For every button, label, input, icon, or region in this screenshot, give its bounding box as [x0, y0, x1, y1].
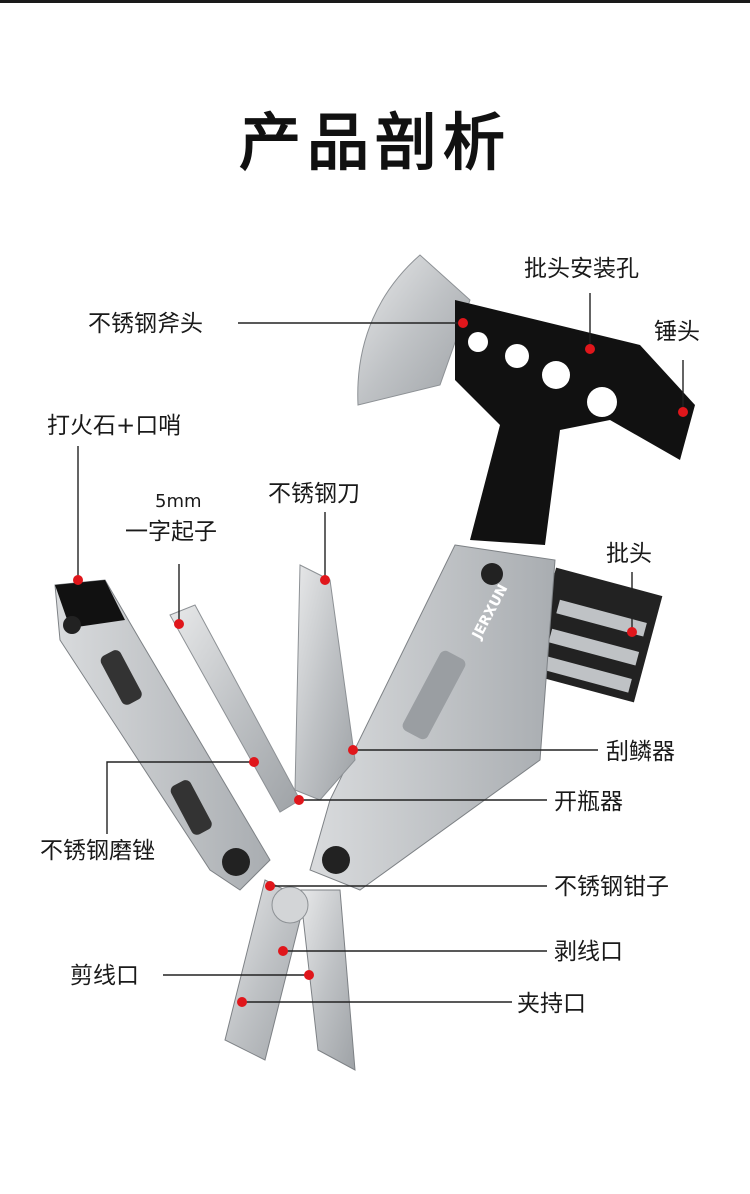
label-pliers: 不锈钢钳子 — [554, 874, 669, 900]
page-title: 产品剖析 — [238, 106, 511, 179]
marker-dot — [348, 745, 358, 755]
rivet — [222, 848, 250, 876]
marker-dot — [678, 407, 688, 417]
marker-dot — [294, 795, 304, 805]
label-screwdriver: 一字起子 — [125, 519, 217, 545]
label-hammer: 锤头 — [654, 319, 700, 345]
label-file: 不锈钢磨锉 — [40, 838, 155, 864]
rivet — [481, 563, 503, 585]
marker-dot — [73, 575, 83, 585]
label-cutter: 剪线口 — [70, 963, 139, 989]
leader-file — [106, 761, 254, 834]
bit — [541, 655, 632, 693]
handle-slot — [100, 650, 142, 705]
label-stripper: 剥线口 — [554, 939, 623, 965]
label-bit-holes: 批头安装孔 — [524, 256, 639, 282]
handle-slot — [170, 780, 212, 835]
marker-dot — [585, 344, 595, 354]
marker-dot — [320, 575, 330, 585]
bit-hole — [542, 361, 570, 389]
top-divider — [0, 0, 750, 3]
plier-jaw-right — [299, 889, 356, 1071]
label-knife: 不锈钢刀 — [268, 481, 360, 507]
marker-dot — [265, 881, 275, 891]
marker-dot — [237, 997, 247, 1007]
label-bits: 批头 — [606, 541, 652, 567]
bit — [548, 628, 640, 666]
plier-pivot — [271, 886, 309, 924]
marker-dot — [458, 318, 468, 328]
rivet — [322, 846, 350, 874]
handle-slot — [402, 650, 466, 740]
label-scaler: 刮鳞器 — [606, 739, 675, 765]
bit-hole — [587, 387, 617, 417]
bit-hole — [468, 332, 488, 352]
label-bottle-opener: 开瓶器 — [554, 789, 623, 815]
marker-dot — [174, 619, 184, 629]
marker-dot — [627, 627, 637, 637]
label-screwdriver-size: 5mm — [155, 491, 202, 512]
label-firestarter: 打火石+口哨 — [47, 413, 182, 439]
knife-blade — [294, 564, 356, 801]
firestarter-cap — [55, 580, 125, 628]
bit-hole — [505, 344, 529, 368]
marker-dot — [249, 757, 259, 767]
marker-dot — [304, 970, 314, 980]
axe-blade — [357, 254, 471, 406]
label-clamp: 夹持口 — [517, 991, 586, 1017]
marker-dot — [278, 946, 288, 956]
rivet — [63, 616, 81, 634]
bit — [556, 599, 647, 637]
label-axe-head: 不锈钢斧头 — [88, 311, 203, 337]
